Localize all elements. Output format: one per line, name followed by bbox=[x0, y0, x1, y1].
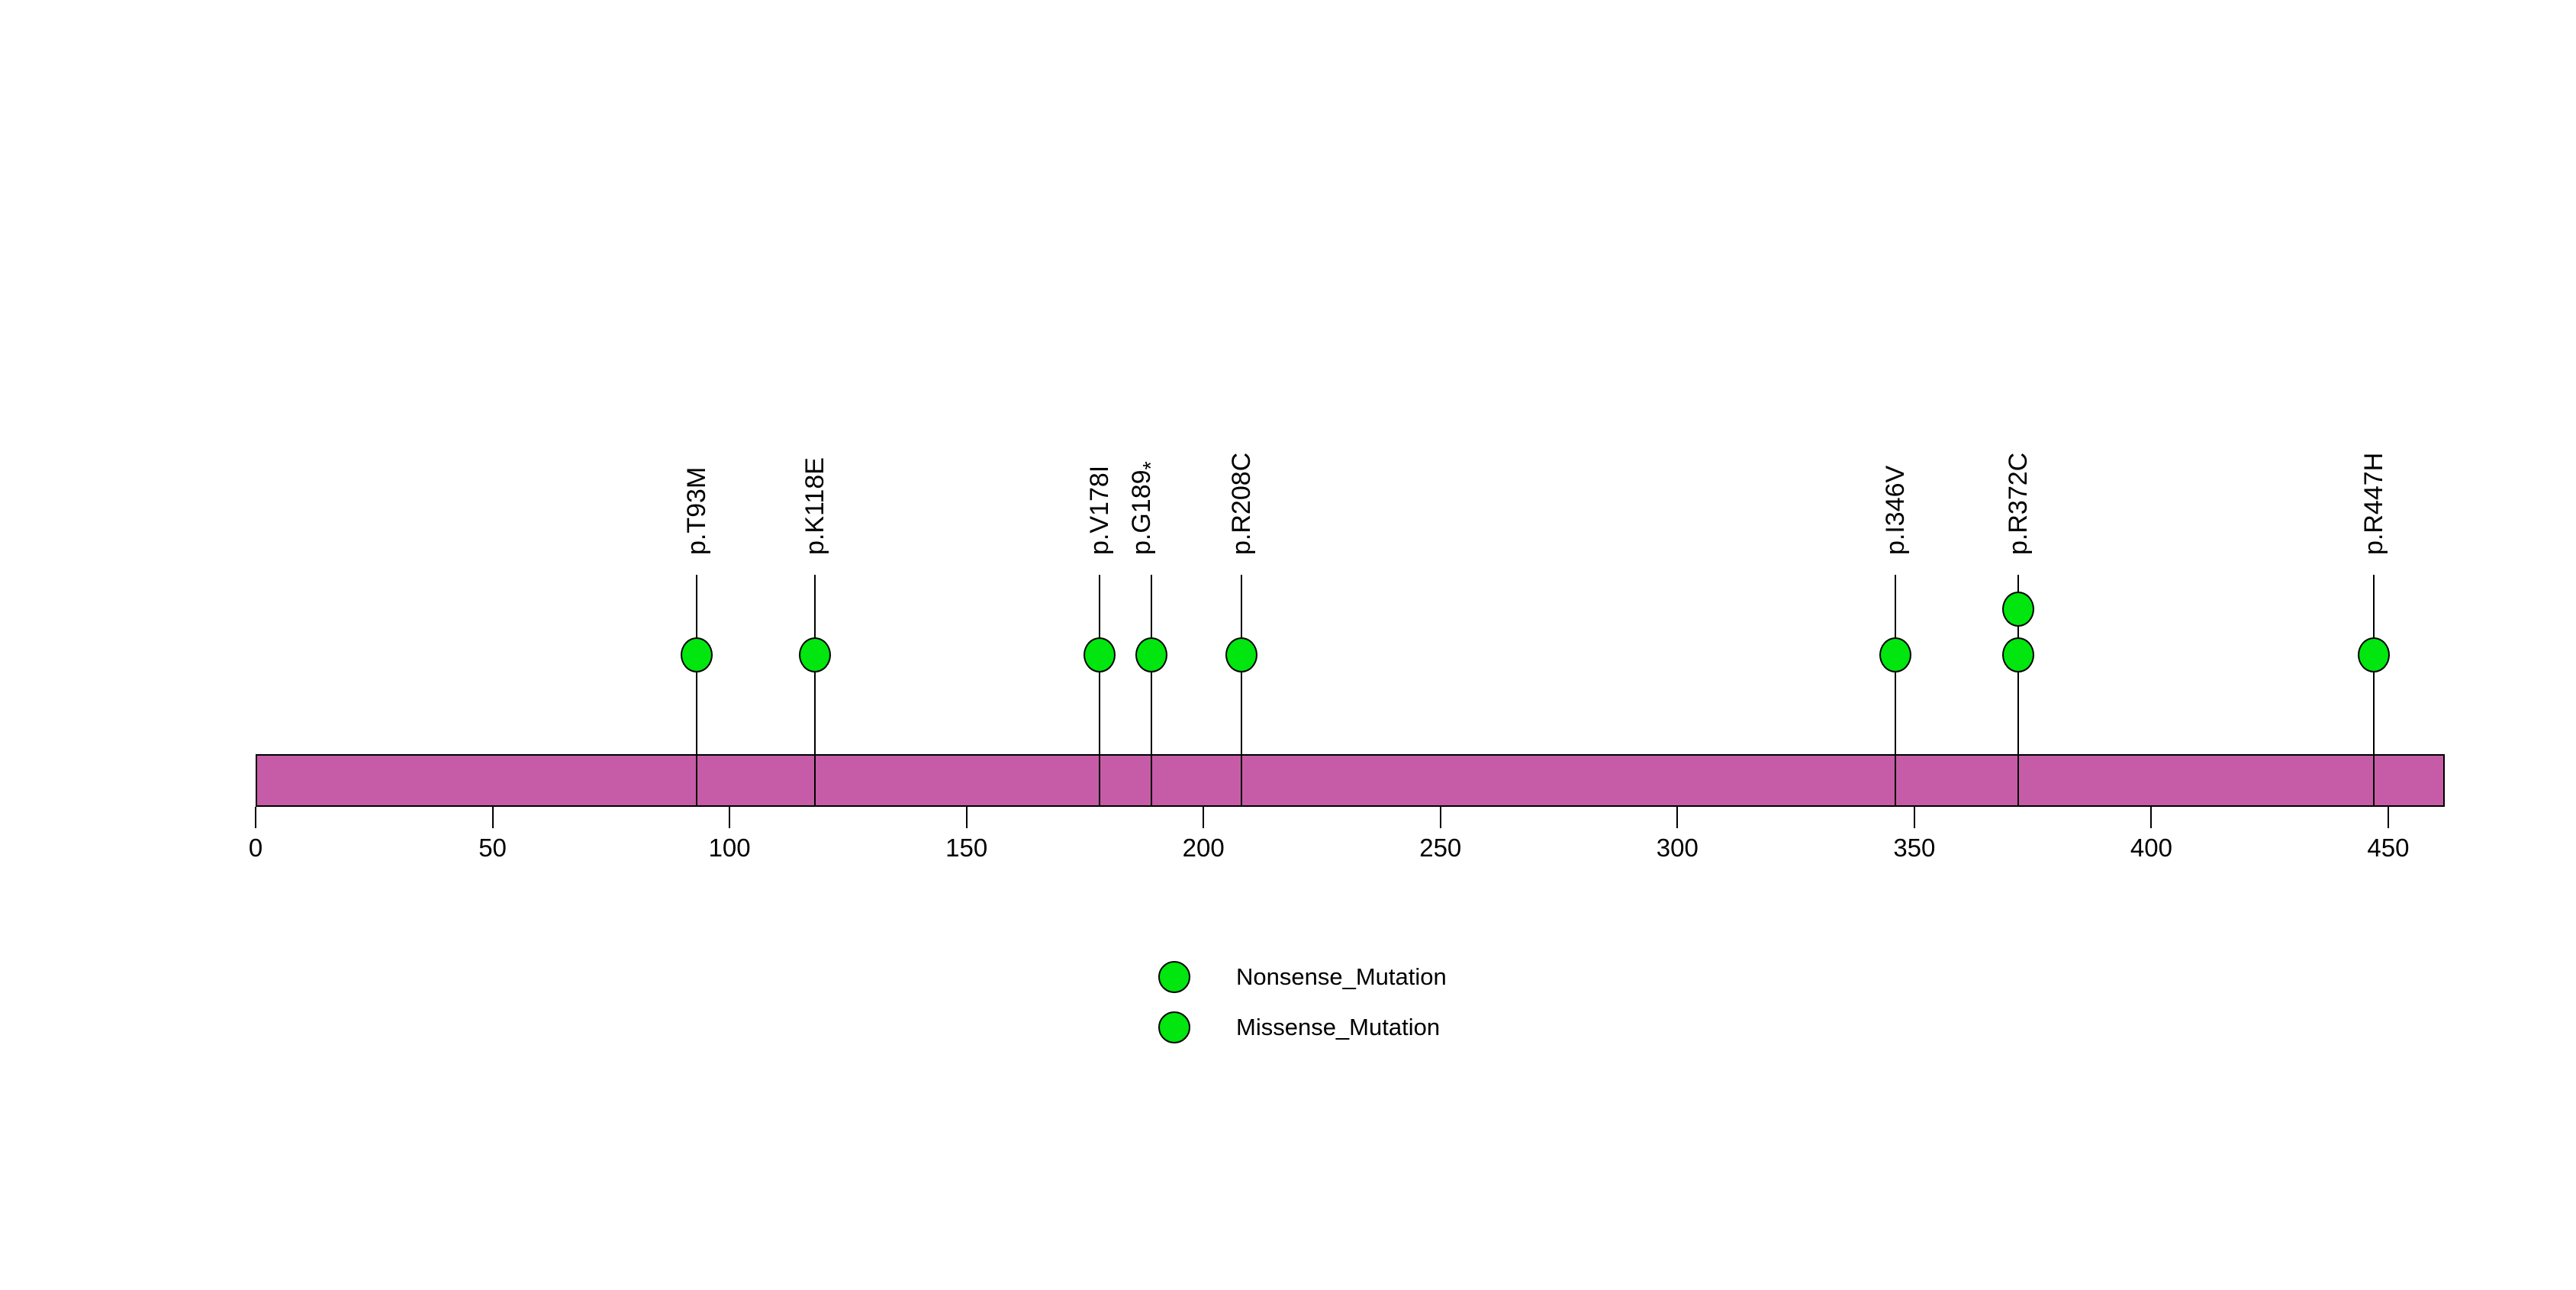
mutation-circle bbox=[1225, 637, 1257, 672]
lollipop-stem bbox=[813, 575, 816, 807]
lollipop-stem bbox=[695, 575, 697, 807]
mutation-circle bbox=[2358, 637, 2391, 672]
mutation-label: p.K118E bbox=[800, 457, 829, 555]
lollipop-stem bbox=[2017, 575, 2020, 807]
mutation-circle bbox=[2002, 592, 2035, 627]
axis-tick-label: 0 bbox=[248, 834, 263, 862]
protein-bar bbox=[256, 754, 2446, 807]
axis-tick bbox=[1913, 807, 1915, 828]
axis-tick-label: 250 bbox=[1419, 834, 1462, 862]
axis-tick-label: 350 bbox=[1893, 834, 1936, 862]
axis-tick-label: 450 bbox=[2367, 834, 2410, 862]
axis-tick-label: 200 bbox=[1182, 834, 1225, 862]
axis-tick bbox=[255, 807, 256, 828]
mutation-circle bbox=[2002, 637, 2035, 672]
legend-circle bbox=[1158, 961, 1190, 993]
axis-tick-label: 300 bbox=[1656, 834, 1699, 862]
axis-tick bbox=[1203, 807, 1205, 828]
axis-tick-label: 150 bbox=[945, 834, 988, 862]
mutation-label: p.V178I bbox=[1084, 465, 1114, 555]
axis-tick bbox=[2387, 807, 2389, 828]
axis-tick bbox=[1439, 807, 1441, 828]
legend-label: Missense_Mutation bbox=[1236, 1014, 1441, 1040]
mutation-label: p.T93M bbox=[681, 466, 711, 555]
lollipop-stem bbox=[1895, 575, 1896, 807]
mutation-label: p.R372C bbox=[2004, 452, 2033, 555]
mutation-label: p.R447H bbox=[2359, 452, 2389, 555]
axis-tick bbox=[2150, 807, 2153, 828]
axis-tick bbox=[729, 807, 731, 828]
mutation-circle bbox=[1135, 637, 1167, 672]
lollipop-stem bbox=[2373, 575, 2375, 807]
mutation-label: p.G189* bbox=[1126, 461, 1164, 555]
axis-tick-label: 100 bbox=[708, 834, 751, 862]
mutation-label: p.R208C bbox=[1226, 452, 1256, 555]
axis-tick bbox=[965, 807, 968, 828]
axis-tick bbox=[491, 807, 494, 828]
lollipop-stem bbox=[1098, 575, 1100, 807]
mutation-circle bbox=[1879, 637, 1911, 672]
mutation-label: p.I346V bbox=[1881, 465, 1910, 555]
mutation-circle bbox=[798, 637, 831, 672]
legend-circle bbox=[1158, 1011, 1190, 1043]
mutation-circle bbox=[1083, 637, 1116, 672]
axis-tick-label: 50 bbox=[478, 834, 507, 862]
nonsense-star: * bbox=[1138, 461, 1164, 470]
axis-tick-label: 400 bbox=[2130, 834, 2172, 862]
lollipop-stem bbox=[1150, 575, 1152, 807]
lollipop-stem bbox=[1240, 575, 1242, 807]
legend-label: Nonsense_Mutation bbox=[1236, 963, 1447, 990]
mutation-circle bbox=[680, 637, 713, 672]
axis-tick bbox=[1676, 807, 1679, 828]
